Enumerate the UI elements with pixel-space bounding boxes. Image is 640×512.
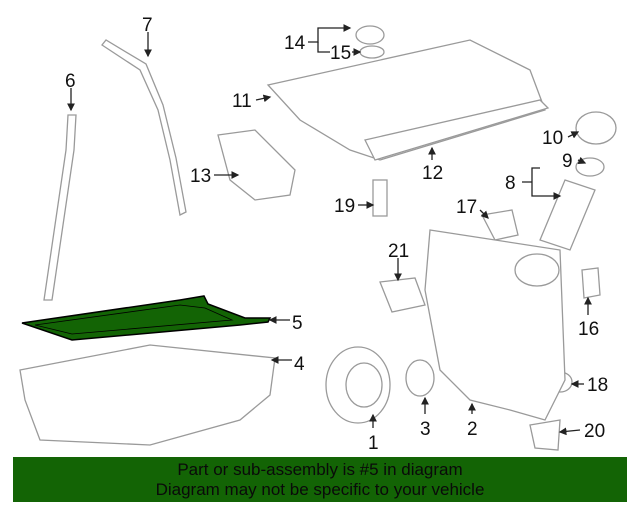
callout-21: 21 (388, 241, 409, 262)
sensor-17 (481, 209, 519, 241)
mount-21 (379, 277, 426, 313)
timing-cover-plate (217, 129, 296, 201)
dipstick-tube (101, 39, 187, 216)
seal-3 (405, 359, 435, 397)
oil-filler-cap (355, 25, 385, 45)
banner-line-1: Part or sub-assembly is #5 in diagram (177, 460, 463, 479)
oil-filter-element (539, 179, 596, 251)
callout-2: 2 (467, 419, 478, 440)
oil-pan (19, 344, 276, 446)
leader-lines (67, 24, 592, 436)
crank-pulley-inner (345, 362, 383, 408)
oil-pan-gasket-highlighted (21, 295, 272, 341)
callout-11: 11 (232, 91, 252, 112)
part-20 (529, 419, 561, 451)
callout-7: 7 (142, 15, 153, 36)
sensor-16 (581, 267, 601, 299)
callout-14: 14 (284, 33, 306, 54)
callout-9: 9 (562, 151, 573, 172)
dipstick (43, 114, 77, 301)
callout-17: 17 (456, 197, 477, 218)
callout-1: 1 (368, 433, 379, 454)
callout-16: 16 (578, 319, 599, 340)
banner-line-2: Diagram may not be specific to your vehi… (155, 480, 485, 499)
callout-13: 13 (190, 166, 211, 187)
callout-19: 19 (334, 196, 355, 217)
oil-filter-housing (514, 253, 560, 287)
callout-4: 4 (294, 354, 305, 375)
callout-20: 20 (584, 421, 605, 442)
callout-12: 12 (422, 163, 443, 184)
info-banner: Part or sub-assembly is #5 in diagram Di… (13, 457, 627, 502)
valve-cover-gasket (364, 99, 550, 161)
callout-5: 5 (292, 313, 303, 334)
callout-15: 15 (330, 43, 351, 64)
callout-18: 18 (587, 375, 608, 396)
cap-seal (359, 45, 385, 59)
callout-8: 8 (505, 173, 516, 194)
gasket-inner-edge (34, 304, 234, 335)
filter-cap (575, 111, 617, 145)
callout-6: 6 (65, 71, 76, 92)
callout-10: 10 (542, 128, 563, 149)
callout-3: 3 (420, 419, 431, 440)
sensor-19 (372, 179, 388, 217)
